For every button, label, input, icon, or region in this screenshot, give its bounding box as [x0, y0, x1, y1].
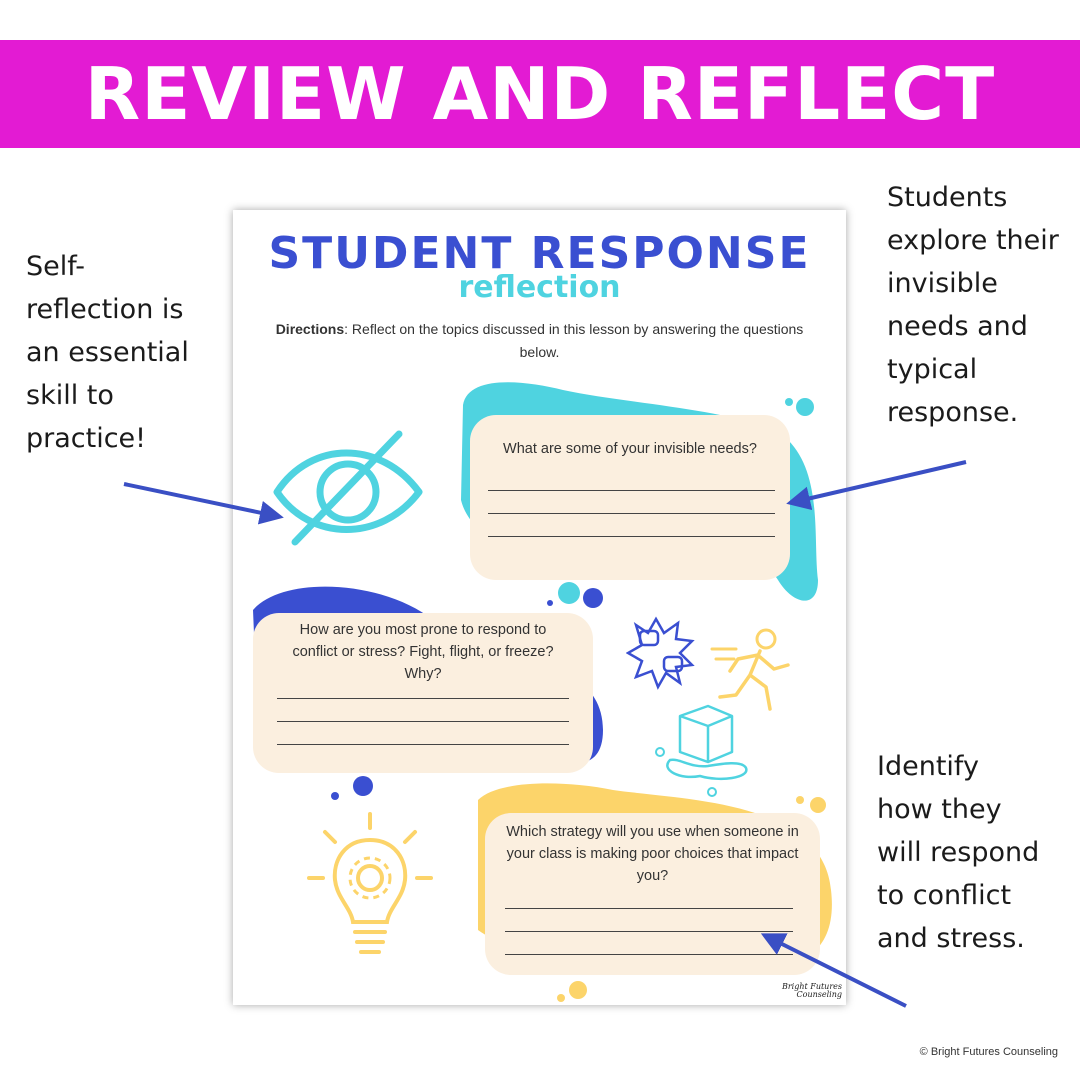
question-text: What are some of your invisible needs?: [503, 441, 757, 457]
answer-line[interactable]: [277, 744, 569, 745]
note-right-top: Students explore their invisible needs a…: [887, 182, 1059, 428]
question-text: How are you most prone to respond to con…: [292, 622, 554, 682]
melting-ice-cube-icon: [655, 704, 748, 797]
brand-line-2: Counseling: [796, 990, 842, 999]
directions-label: Directions: [275, 321, 345, 337]
answer-line[interactable]: [488, 490, 775, 491]
note-right-bottom: Identify how they will respond to confli…: [877, 751, 1040, 954]
answer-line[interactable]: [505, 931, 793, 932]
worksheet-subtitle: reflection: [458, 270, 621, 305]
worksheet-preview: STUDENT RESPONSE reflection Directions: …: [233, 210, 846, 1005]
worksheet-title: STUDENT RESPONSE: [268, 228, 811, 279]
question-text: Which strategy will you use when someone…: [506, 824, 799, 884]
arrow-icon: [123, 482, 284, 525]
arrow-icon: [786, 460, 967, 511]
note-left: Self- reflection is an essential skill t…: [26, 251, 189, 454]
fight-fists-icon: [626, 616, 695, 690]
question-box-1: What are some of your invisible needs?: [470, 415, 790, 580]
banner-title: REVIEW AND REFLECT: [84, 52, 996, 136]
answer-line[interactable]: [277, 698, 569, 699]
answer-line[interactable]: [505, 908, 793, 909]
eye-slash-icon: [273, 430, 423, 546]
copyright-text: © Bright Futures Counseling: [919, 1046, 1058, 1058]
answer-line[interactable]: [505, 954, 793, 955]
directions-text: : Reflect on the topics discussed in thi…: [344, 321, 804, 360]
answer-line[interactable]: [488, 513, 775, 514]
answer-line[interactable]: [277, 721, 569, 722]
worksheet-brand: Bright Futures Counseling: [782, 983, 842, 999]
running-person-icon: [710, 628, 790, 711]
brand-line-1: Bright Futures: [781, 982, 842, 991]
answer-line[interactable]: [488, 536, 775, 537]
arrow-icon: [760, 933, 907, 1008]
question-box-3: Which strategy will you use when someone…: [485, 813, 820, 975]
lightbulb-gear-icon: [307, 812, 433, 954]
title-banner: REVIEW AND REFLECT: [0, 40, 1080, 148]
worksheet-directions: Directions: Reflect on the topics discus…: [263, 318, 816, 364]
question-box-2: How are you most prone to respond to con…: [253, 613, 593, 773]
